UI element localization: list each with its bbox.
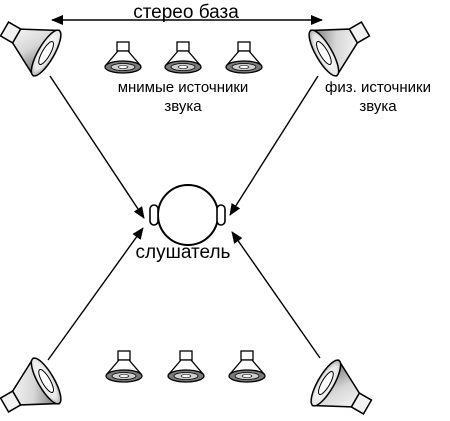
listener-label: слушатель xyxy=(136,242,231,263)
listener-left-ear xyxy=(149,204,159,226)
virtual-speaker-top-3 xyxy=(225,41,263,74)
virtual-sources-label-line1: мнимые источники xyxy=(118,79,249,96)
stereo-base-label: стерео база xyxy=(133,2,239,23)
virtual-sources-label-line2: звука xyxy=(164,98,202,115)
listener-head xyxy=(149,184,226,246)
speaker-bottom-right xyxy=(305,355,382,421)
arrow-top-left-to-listener xyxy=(49,75,145,219)
speaker-bottom-left xyxy=(0,353,67,421)
physical-sources-label-line1: физ. источники xyxy=(325,79,431,96)
arrow-bottom-left-to-listener xyxy=(47,227,144,361)
virtual-speaker-bottom-2 xyxy=(167,350,205,383)
physical-sources-label-line2: звука xyxy=(359,98,397,115)
speaker-top-right xyxy=(303,5,380,81)
listener-right-ear xyxy=(216,204,226,226)
arrow-top-right-to-listener xyxy=(229,75,319,216)
virtual-speaker-top-1 xyxy=(104,41,142,74)
arrow-bottom-right-to-listener xyxy=(231,231,321,359)
virtual-speaker-top-2 xyxy=(164,41,202,74)
virtual-speaker-bottom-1 xyxy=(105,350,143,383)
virtual-speaker-bottom-3 xyxy=(228,350,266,383)
speaker-top-left xyxy=(0,5,67,81)
